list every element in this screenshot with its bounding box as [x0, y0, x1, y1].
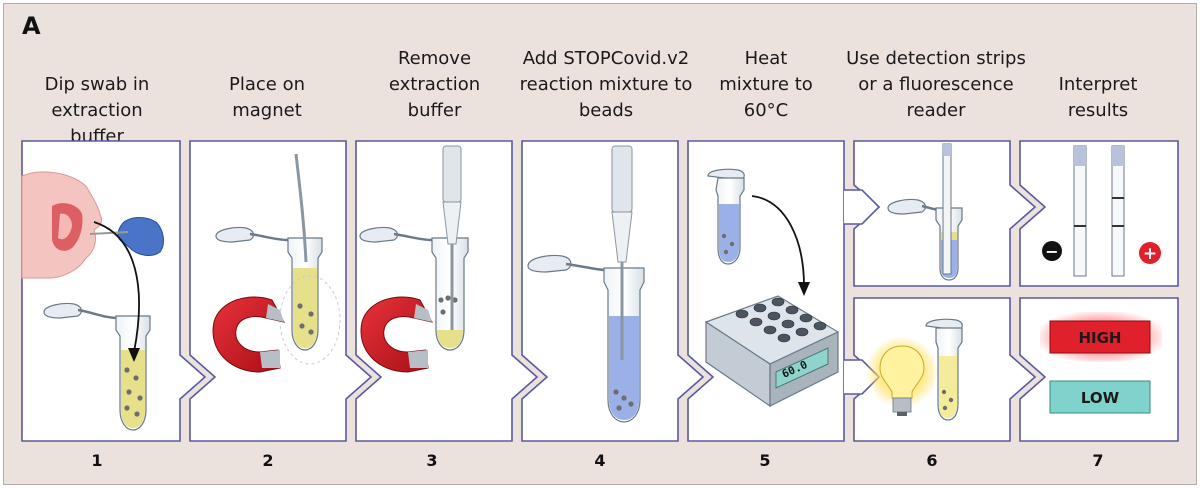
step-number-2: 2	[262, 451, 274, 470]
heat-arrow	[751, 195, 805, 287]
magnet-3-tips	[408, 304, 432, 368]
negative-strip	[1073, 145, 1087, 277]
pipette-3	[442, 145, 462, 330]
step-title-6: Use detection strips or a fluorescence r…	[846, 48, 1026, 121]
negative-result-icon	[1042, 241, 1062, 261]
heat-block	[704, 295, 840, 408]
step-number-6: 6	[926, 451, 938, 470]
tube-3	[359, 226, 469, 351]
low-result-label: LOW	[1081, 389, 1120, 407]
step-number-5: 5	[759, 451, 771, 470]
step-title-4: Add STOPCovid.v2 reaction mixture to bea…	[519, 48, 693, 121]
arrow-to-strips	[844, 189, 881, 225]
step-number-3: 3	[426, 451, 438, 470]
tube-1	[43, 302, 151, 431]
panel-frame-2	[189, 140, 373, 442]
step-number-1: 1	[91, 451, 103, 470]
step-title-3: Remove extraction buffer	[388, 48, 481, 121]
tube-6-strip	[887, 143, 963, 281]
step-title-7: Interpret results	[1058, 74, 1138, 121]
magnet-field-2	[279, 275, 341, 365]
step-title-5: Heat mixture to 60°C	[719, 48, 813, 121]
light-bulb	[879, 345, 925, 416]
low-result-box	[1049, 380, 1151, 414]
panel-label: A	[22, 12, 41, 40]
positive-result-symbol: +	[1143, 244, 1157, 264]
swab-motion-arrow	[93, 221, 140, 353]
step-number-7: 7	[1092, 451, 1104, 470]
step-number-4: 4	[594, 451, 606, 470]
heat-arrow-head	[798, 282, 810, 296]
step-title-1: Dip swab in extraction buffer	[44, 74, 150, 147]
high-result-box	[1049, 320, 1151, 354]
pipette-4	[611, 145, 633, 360]
swab-arrow-head	[128, 348, 140, 362]
tube-2	[215, 153, 323, 351]
tube-6-reader	[925, 318, 963, 421]
negative-result-symbol: −	[1045, 242, 1058, 261]
panel-frame-7-top	[1019, 140, 1179, 287]
step-title-2: Place on magnet	[229, 74, 305, 121]
positive-result-icon	[1139, 242, 1161, 264]
tube-5	[707, 168, 745, 265]
magnet-2-tips	[260, 304, 284, 368]
high-result-label: HIGH	[1078, 329, 1121, 347]
positive-strip	[1111, 145, 1125, 277]
patient-head-illustration	[21, 171, 103, 279]
panel-outlines	[21, 140, 1179, 442]
tube-4	[527, 254, 645, 423]
